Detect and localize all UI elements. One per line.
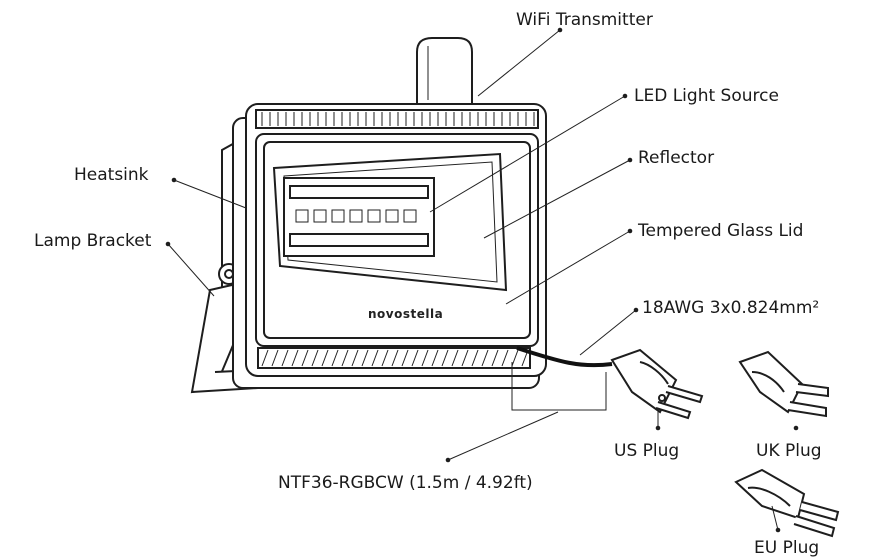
label-model-length: NTF36-RGBCW (1.5m / 4.92ft) — [278, 473, 533, 493]
label-eu-plug: EU Plug — [754, 538, 819, 557]
label-reflector: Reflector — [638, 148, 714, 168]
led-light-source — [283, 177, 435, 257]
label-cable-spec: 18AWG 3x0.824mm² — [642, 298, 819, 318]
label-us-plug: US Plug — [614, 441, 679, 461]
cable-length-bracket — [511, 362, 607, 411]
us-plug-icon — [610, 348, 704, 420]
label-tempered-glass-lid: Tempered Glass Lid — [637, 221, 803, 241]
brand-logo: novostella — [368, 307, 443, 321]
label-uk-plug: UK Plug — [756, 441, 822, 461]
bottom-heatsink-fins — [257, 347, 531, 369]
label-heatsink: Heatsink — [74, 165, 149, 185]
label-lamp-bracket: Lamp Bracket — [34, 231, 152, 251]
uk-plug-icon — [738, 350, 829, 418]
wifi-transmitter — [416, 37, 473, 108]
leader-lines — [165, 27, 799, 533]
label-led-light-source: LED Light Source — [634, 86, 779, 106]
top-heatsink-fins — [255, 109, 539, 129]
lamp-body: novostella — [232, 103, 547, 389]
power-cable — [516, 346, 613, 368]
label-wifi-transmitter: WiFi Transmitter — [516, 10, 653, 30]
eu-plug-icon — [734, 468, 840, 538]
